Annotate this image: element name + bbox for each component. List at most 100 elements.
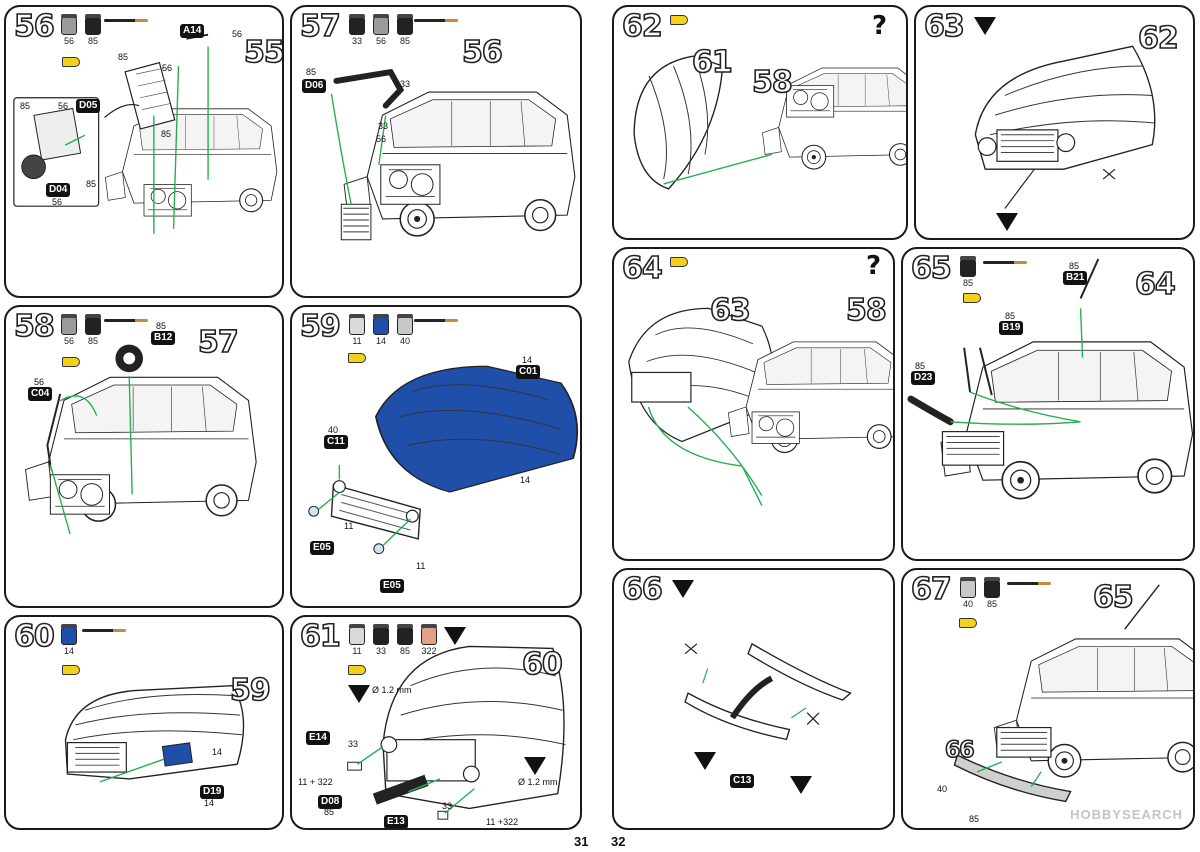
paint-can: 14 [372,314,390,346]
warning-icon [974,17,996,35]
paint-label: 85 [915,361,926,371]
paint-can: 11 [348,624,366,656]
help-icon: ? [866,251,882,281]
step-60-illustration [64,684,245,783]
step-59-panel: 59 11 14 40 14 C01 40 C11 14 11 11 E05 E… [290,305,582,608]
part-b21: B21 [1063,271,1088,285]
paint-label: 56 [52,197,63,207]
step-61-illustration [347,645,566,820]
part-b19: B19 [999,321,1024,335]
reference-step: 56 [461,34,503,71]
paint-label: 40 [937,784,948,794]
paint-list: 56 85 [60,314,102,346]
reference-step: 65 [1092,579,1134,616]
paint-label: 11 [416,561,426,571]
step-62-illustration [633,55,906,190]
paint-label: 14 [212,747,223,757]
brush-icon [414,19,458,22]
paint-label: 40 [328,425,339,435]
part-e14: E14 [306,731,330,745]
paint-mix-label: 11 + 322 [298,777,333,787]
paint-can: 322 [420,624,438,656]
paint-label: 85 [86,179,97,189]
warning-icon [348,685,370,703]
paint-list: 40 85 [959,577,1001,609]
paint-label: 85 [156,321,167,331]
reference-step: 55 [243,34,284,71]
step-57-illustration [330,68,576,241]
brush-icon [414,319,458,322]
paint-label: 33 [442,801,453,811]
glue-icon [62,57,80,67]
paint-can: 40 [396,314,414,346]
part-b12: B12 [151,331,176,345]
reference-step: 63 [709,292,751,329]
part-d19: D19 [200,785,225,799]
step-number: 63 [923,8,965,45]
paint-list: 11 33 85 322 [348,624,438,656]
step-56-panel: 56 55 56 85 A14 56 56 85 85 85 56 D05 D0… [4,5,284,298]
part-e13: E13 [384,815,408,828]
brush-icon [104,19,148,22]
glue-icon [963,293,981,303]
paint-can: 33 [372,624,390,656]
paint-can: 11 [348,314,366,346]
step-number: 66 [621,571,663,608]
reference-step: 64 [1134,266,1176,303]
page-number-left: 31 [574,834,589,849]
drill-size-label: Ø 1.2 mm [518,777,558,787]
paint-label: 85 [20,101,31,111]
paint-label: 56 [376,134,387,144]
help-icon: ? [872,11,888,41]
glue-icon [62,357,80,367]
paint-label: 33 [400,79,411,89]
paint-label: 14 [520,475,531,485]
paint-can: 85 [396,624,414,656]
reference-step: 66 [944,737,975,764]
paint-label: 56 [58,101,69,111]
paint-list: 33 56 85 [348,14,414,46]
paint-can: 56 [372,14,390,46]
page-number-right: 32 [611,834,626,849]
step-59-illustration [308,365,579,555]
step-56-illustration [13,33,278,234]
paint-label: 14 [204,798,215,808]
step-63-panel: 63 62 [914,5,1195,240]
warning-icon [672,580,694,598]
part-d04: D04 [46,183,71,197]
reference-step: 57 [197,324,239,361]
step-60-panel: 60 59 14 14 D19 14 [4,615,284,830]
reference-step: 58 [845,292,887,329]
warning-icon [524,757,546,775]
step-61-panel: 61 60 11 33 85 322 Ø 1.2 mm Ø 1.2 mm E14… [290,615,582,830]
step-number: 61 [299,618,341,655]
part-c11: C11 [324,435,348,449]
paint-can: 56 [60,314,78,346]
reference-step: 62 [1137,20,1179,57]
glue-icon [62,665,80,675]
paint-can: 85 [84,14,102,46]
part-d05: D05 [76,99,101,113]
step-number: 56 [13,8,55,45]
brush-icon [1007,582,1051,585]
reference-step: 59 [229,672,271,709]
glue-icon [348,665,366,675]
part-e05: E05 [380,579,404,593]
step-57-panel: 57 56 33 56 85 85 D06 33 33 56 [290,5,582,298]
step-64-panel: 64 ? 63 58 [612,247,895,561]
paint-can: 14 [60,624,78,656]
brush-icon [104,319,148,322]
step-66-illustration [684,642,852,741]
step-number: 65 [910,250,952,287]
warning-icon [444,627,466,645]
glue-icon [959,618,977,628]
step-number: 64 [621,250,663,287]
step-65-illustration [907,258,1193,500]
paint-label: 85 [306,67,317,77]
paint-can: 33 [348,14,366,46]
part-c13: C13 [730,774,755,788]
part-d08: D08 [318,795,343,809]
step-number: 60 [13,618,55,655]
part-d06: D06 [302,79,327,93]
step-62-panel: 62 ? 61 58 [612,5,908,240]
